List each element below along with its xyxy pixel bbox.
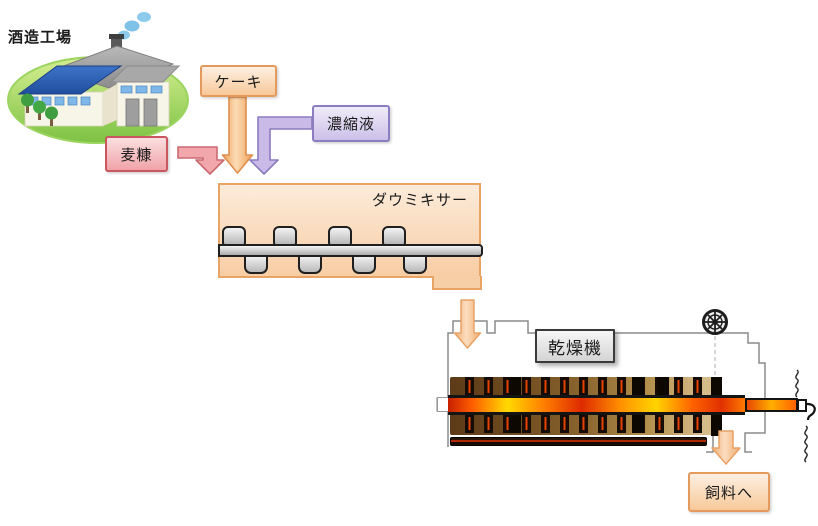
dryer-label: 乾燥機	[548, 338, 602, 358]
bran-label: 麦糠	[120, 146, 153, 164]
dryer-to-feed-arrow	[711, 430, 741, 465]
squiggle-bottom-icon	[804, 425, 808, 463]
factory-illustration	[7, 12, 189, 144]
cake-arrow	[221, 96, 254, 174]
feed-label-box: 飼料へ	[688, 472, 770, 512]
squiggle-top-icon	[795, 369, 799, 398]
tree-icon	[21, 93, 58, 126]
shaft-end-hook	[806, 402, 816, 421]
dryer-fin-bar	[632, 377, 644, 396]
cake-label: ケーキ	[214, 73, 263, 91]
mixer-to-dryer-arrow	[453, 299, 482, 349]
feed-label: 飼料へ	[704, 484, 753, 502]
factory-right-building	[109, 65, 181, 127]
cake-label-box: ケーキ	[200, 65, 277, 97]
dryer-heated-shaft	[448, 395, 745, 415]
mixer-label: ダウミキサー	[372, 192, 469, 209]
shaft-end-connector	[797, 399, 807, 412]
factory-label: 酒造工場	[8, 29, 73, 46]
mixer-shaft-bar	[218, 244, 483, 257]
handwheel-icon	[702, 309, 728, 335]
dryer-label-box: 乾燥機	[535, 329, 615, 363]
bran-arrow	[177, 146, 225, 175]
dryer-base-heater	[450, 437, 707, 446]
dryer-housing-outline	[447, 320, 766, 453]
concentrate-label: 濃縮液	[326, 116, 375, 133]
concentrate-label-box: 濃縮液	[312, 105, 390, 142]
concentrate-arrow	[249, 116, 313, 175]
mixer-outlet	[432, 276, 482, 290]
bran-label-box: 麦糠	[105, 136, 168, 172]
dryer-chute-outline	[706, 436, 714, 453]
dryer-fin-bar	[632, 414, 644, 433]
dryer-fin-bar	[658, 377, 669, 396]
factory-left-building	[17, 65, 123, 127]
dryer-fin-bar	[509, 414, 521, 433]
dryer-fin-bar	[509, 377, 521, 396]
